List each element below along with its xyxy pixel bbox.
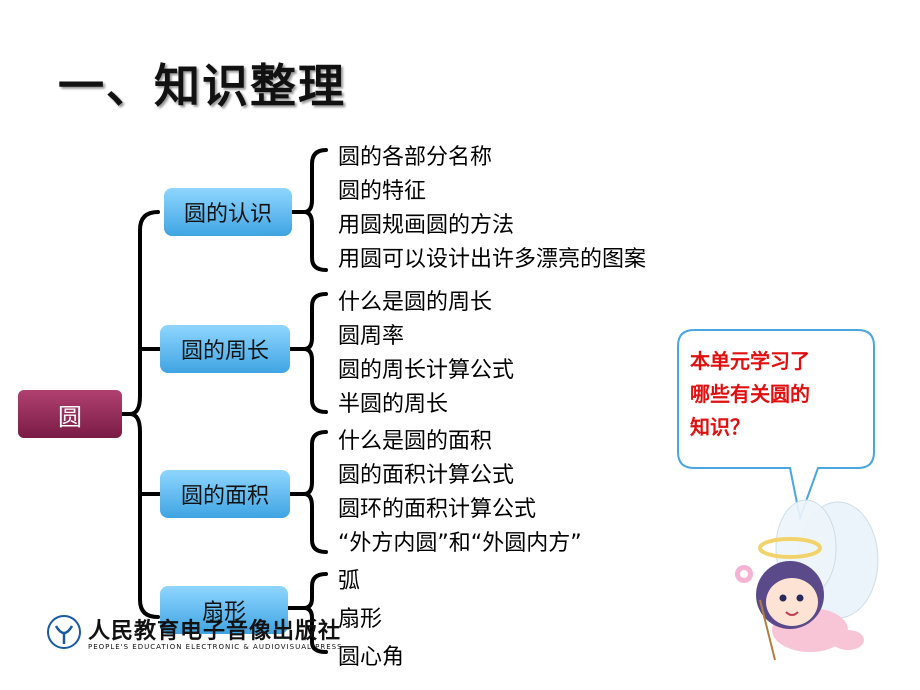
list-item: 圆周率 xyxy=(338,324,405,349)
publisher-subtitle: PEOPLE'S EDUCATION ELECTRONIC & AUDIOVIS… xyxy=(88,643,343,651)
publisher-logo: 人民教育电子音像出版社 PEOPLE'S EDUCATION ELECTRONI… xyxy=(46,612,343,652)
list-item: 半圆的周长 xyxy=(338,392,449,417)
root-node: 圆 xyxy=(18,390,122,438)
branch-node-sector: 扇形 xyxy=(160,586,288,634)
list-item: 圆的面积计算公式 xyxy=(338,463,515,488)
list-item: “外方内圆”和“外圆内方” xyxy=(338,531,582,556)
branch-node-recognition: 圆的认识 xyxy=(164,188,292,236)
list-item: 用圆可以设计出许多漂亮的图案 xyxy=(338,247,647,272)
speech-bubble-text: 本单元学习了 哪些有关圆的 知识？ xyxy=(690,349,810,439)
list-item: 用圆规画圆的方法 xyxy=(338,213,515,238)
list-item: 圆的特征 xyxy=(338,179,427,204)
list-item: 圆心角 xyxy=(338,645,405,670)
list-item: 圆的周长计算公式 xyxy=(338,358,515,383)
branch-items-circumference: 什么是圆的周长 圆周率 圆的周长计算公式 半圆的周长 xyxy=(338,286,514,422)
page-title: 一、知识整理 xyxy=(58,59,346,113)
list-item: 圆的各部分名称 xyxy=(338,145,493,170)
branch-items-recognition: 圆的各部分名称 圆的特征 用圆规画圆的方法 用圆可以设计出许多漂亮的图案 xyxy=(338,141,646,277)
list-item: 圆环的面积计算公式 xyxy=(338,497,537,522)
list-item: 什么是圆的面积 xyxy=(338,429,493,454)
list-item: 扇形 xyxy=(338,607,383,632)
publisher-name: 人民教育电子音像出版社 xyxy=(88,619,342,644)
branch-node-area: 圆的面积 xyxy=(160,470,290,518)
publisher-emblem-icon xyxy=(47,615,81,649)
branch-items-sector: 弧 扇形 圆心角 xyxy=(338,563,404,677)
branch-items-area: 什么是圆的面积 圆的面积计算公式 圆环的面积计算公式 “外方内圆”和“外圆内方” xyxy=(338,425,582,561)
branch-node-circumference: 圆的周长 xyxy=(160,325,290,373)
list-item: 弧 xyxy=(338,569,361,594)
list-item: 什么是圆的周长 xyxy=(338,290,493,315)
